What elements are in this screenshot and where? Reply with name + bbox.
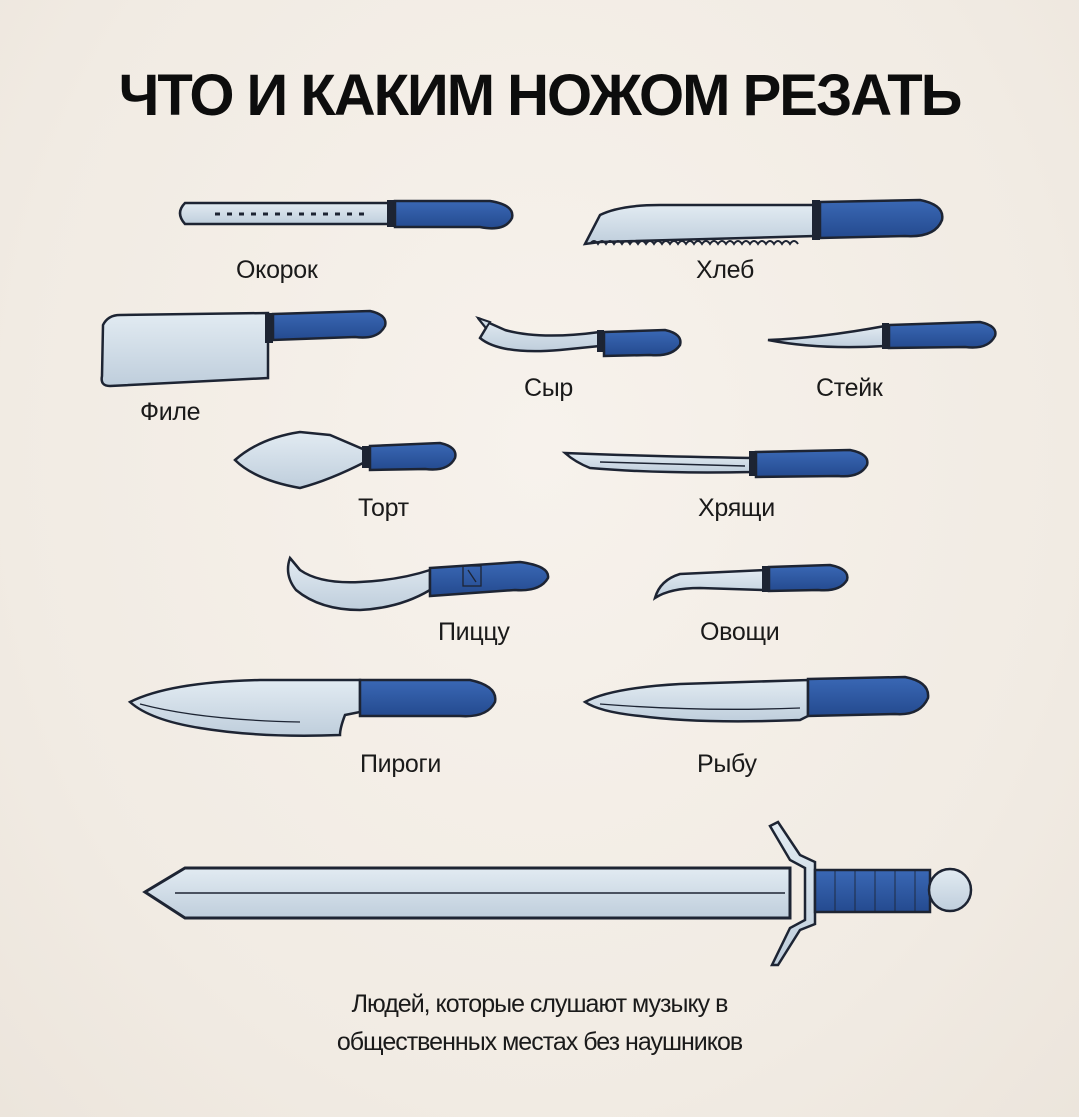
slicing-knife-icon bbox=[178, 199, 514, 230]
fish-knife-icon bbox=[582, 675, 930, 723]
label-bread: Хлеб bbox=[696, 256, 755, 284]
caption-line-2: общественных местах без наушников bbox=[336, 1028, 743, 1056]
sword-icon bbox=[142, 820, 973, 967]
cheese-knife-icon bbox=[475, 315, 682, 358]
label-cartilage: Хрящи bbox=[698, 494, 775, 522]
page-title: ЧТО И КАКИМ НОЖОМ РЕЗАТЬ bbox=[118, 63, 963, 128]
caption-line-1: Людей, которые слушают музыку в bbox=[351, 990, 729, 1018]
label-ham: Окорок bbox=[236, 256, 318, 284]
steak-knife-icon bbox=[767, 320, 997, 350]
paring-knife-icon bbox=[652, 563, 849, 601]
label-fillet: Филе bbox=[140, 398, 201, 426]
label-steak: Стейк bbox=[816, 374, 883, 402]
cleaver-icon bbox=[100, 309, 387, 388]
label-cake: Торт bbox=[358, 494, 409, 522]
boning-knife-icon bbox=[561, 448, 869, 479]
label-vegetables: Овощи bbox=[700, 618, 780, 646]
label-fish: Рыбу bbox=[697, 750, 757, 778]
sword-caption: Людей, которые слушают музыку в обществе… bbox=[0, 985, 1079, 1061]
chef-knife-icon bbox=[127, 678, 497, 737]
cake-server-icon bbox=[233, 430, 457, 490]
label-cheese: Сыр bbox=[524, 374, 574, 402]
label-pies: Пироги bbox=[360, 750, 442, 778]
pizza-knife-icon bbox=[286, 555, 550, 612]
label-pizza: Пиццу bbox=[438, 618, 510, 646]
bread-knife-icon bbox=[582, 198, 944, 246]
